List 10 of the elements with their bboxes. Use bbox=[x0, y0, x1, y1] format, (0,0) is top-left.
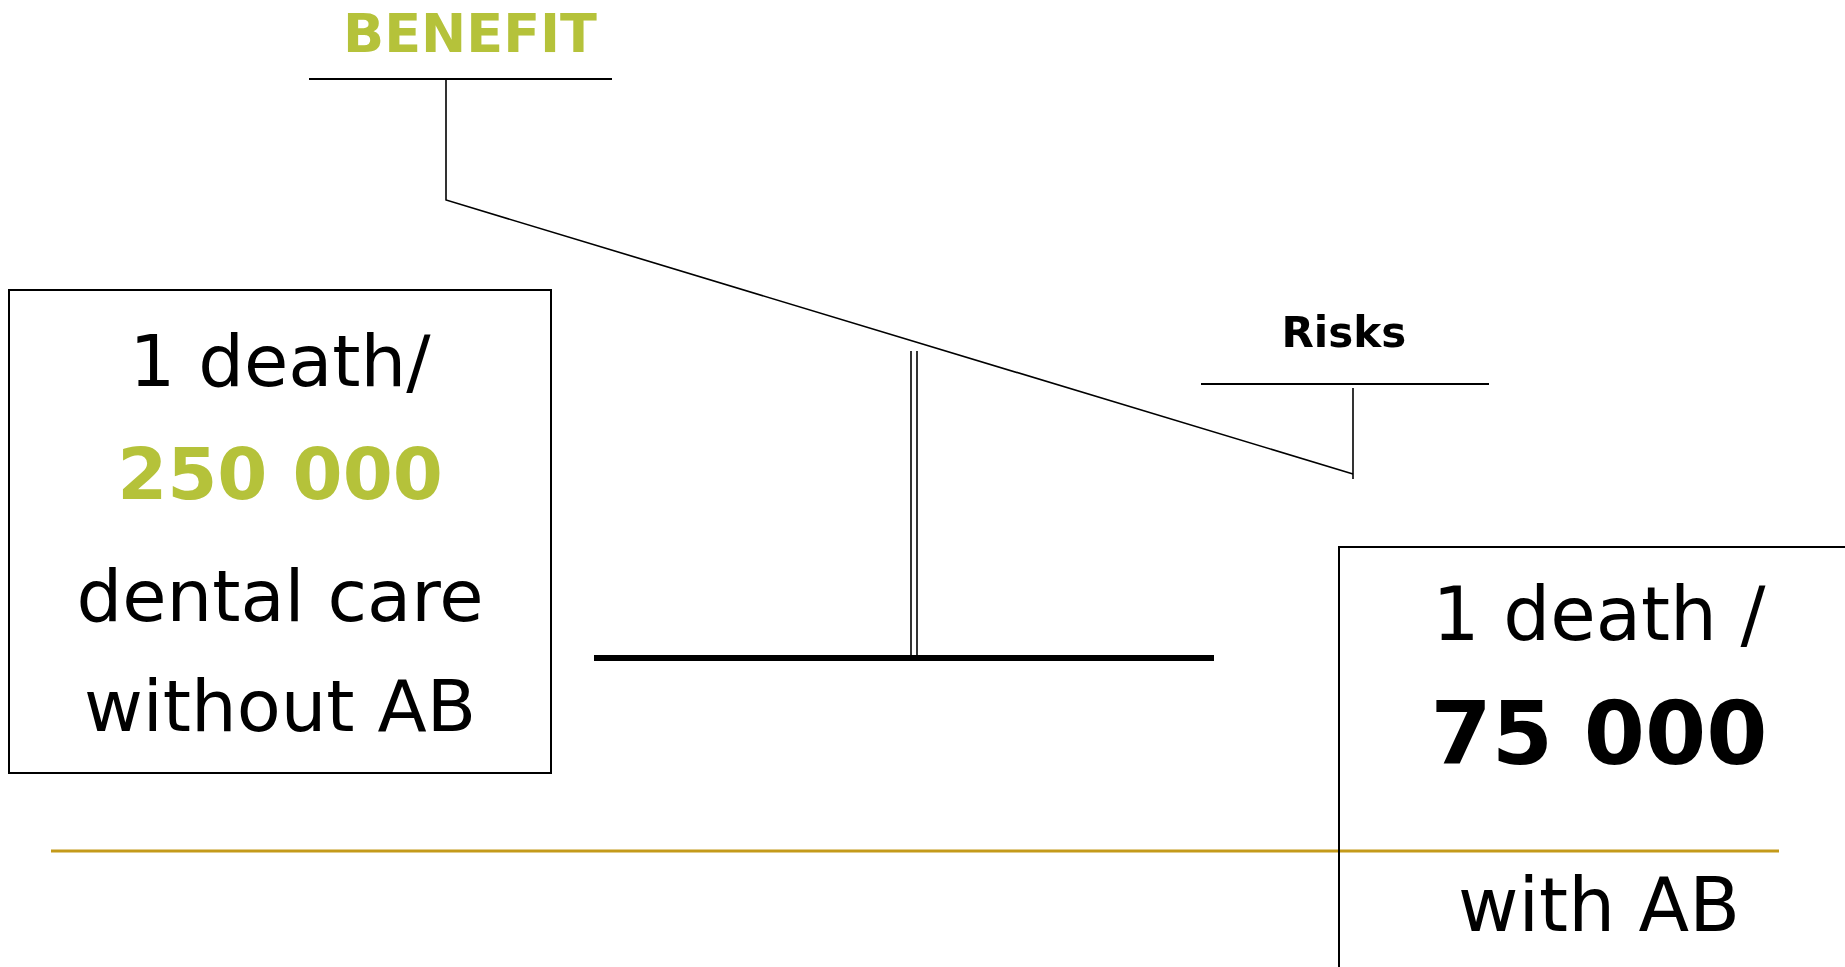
pan-label: BENEFIT bbox=[343, 2, 597, 65]
text-box bbox=[8, 289, 552, 774]
box-text: 1 death / bbox=[1431, 570, 1767, 658]
box-text: 1 death/ bbox=[128, 321, 432, 401]
ratio-number: 75 000 bbox=[1429, 684, 1769, 784]
ratio-number: 250 000 bbox=[116, 431, 444, 518]
text-box bbox=[1338, 546, 1845, 967]
box-text: with AB bbox=[1457, 861, 1741, 950]
box-text: dental care without AB bbox=[75, 553, 485, 750]
pan-label: Risks bbox=[1281, 308, 1407, 357]
